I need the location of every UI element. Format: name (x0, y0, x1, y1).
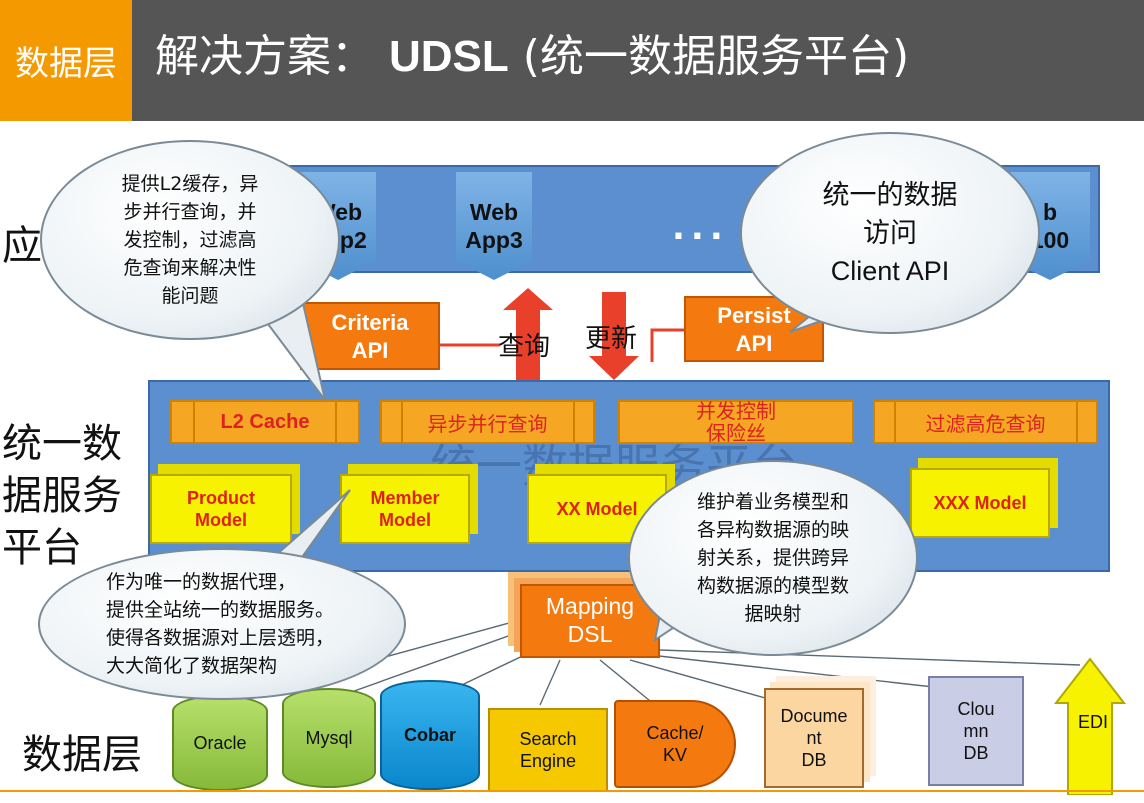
query-label: 查询 (498, 332, 551, 362)
persist-connector (650, 328, 684, 362)
update-down-arrow (589, 292, 639, 380)
feature-filter-risky-query: 过滤高危查询 (873, 400, 1098, 444)
bubble-data-proxy: 作为唯一的数据代理， 提供全站统一的数据服务。 使得各数据源对上层透明， 大大简… (38, 548, 406, 700)
query-up-arrow (503, 288, 553, 380)
bubble-client-api: 统一的数据 访问 Client API (740, 132, 1040, 334)
section-tag: 数据层 (0, 0, 132, 121)
store-column-db: Clou mn DB (928, 676, 1024, 786)
store-mysql: Mysql (282, 688, 376, 788)
more-apps-ellipsis: ... (672, 208, 729, 248)
store-cobar: Cobar (380, 680, 480, 790)
header-bar (0, 0, 1144, 121)
bubble-performance: 提供L2缓存，异 步并行查询，并 发控制，过滤高 危查询来解决性 能问题 (40, 140, 340, 340)
app-layer-label: 应 (2, 223, 42, 269)
store-cache-kv: Cache/ KV (614, 700, 736, 788)
store-search-engine: Search Engine (488, 708, 608, 792)
feature-async-query: 异步并行查询 (380, 400, 595, 444)
update-label: 更新 (585, 324, 638, 354)
member-model: Member Model (340, 474, 470, 544)
web-app3: Web App3 (456, 172, 532, 280)
title-prefix: 解决方案： (155, 31, 375, 82)
data-layer-label: 数据层 (22, 732, 142, 778)
criteria-api-box: Criteria API (300, 302, 440, 370)
feature-l2-cache: L2 Cache (170, 400, 360, 444)
store-document-db: Docume nt DB (764, 688, 864, 788)
edi-up-arrow (1053, 657, 1127, 795)
title-suffix: (统一数据服务平台) (522, 31, 910, 82)
feature-concurrency-fuse: 并发控制 保险丝 (618, 400, 854, 444)
edi-label: EDI (1078, 712, 1109, 732)
page-title: 解决方案： UDSL (统一数据服务平台) (155, 20, 909, 84)
platform-layer-label: 统一数 据服务 平台 (2, 421, 122, 571)
bubble-model-mapping: 维护着业务模型和 各异构数据源的映 射关系，提供跨异 构数据源的模型数 据映射 (628, 460, 918, 656)
bottom-divider (0, 790, 1144, 792)
mapping-dsl-box: Mapping DSL (520, 584, 660, 658)
store-oracle: Oracle (172, 695, 268, 791)
title-main: UDSL (389, 32, 509, 81)
product-model: Product Model (150, 474, 292, 544)
xxx-model: XXX Model (910, 468, 1050, 538)
